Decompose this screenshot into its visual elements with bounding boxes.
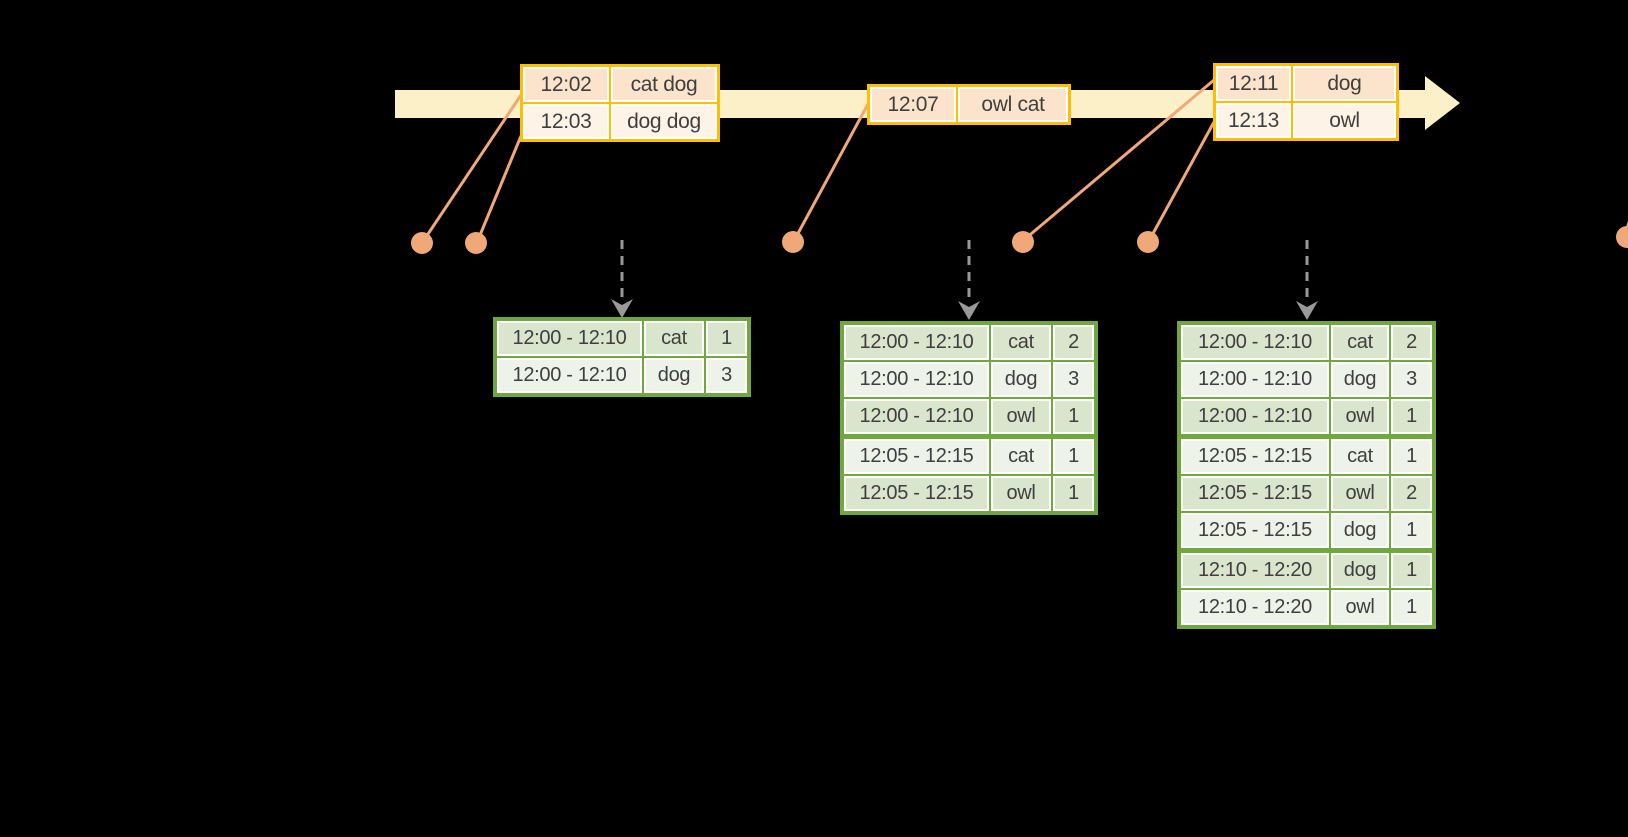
event-words-cell: owl cat xyxy=(958,87,1068,122)
window-cell: 12:10 - 12:20 xyxy=(1181,553,1329,588)
event-table-2: 12:07 owl cat xyxy=(867,84,1071,125)
window-cell: 12:05 - 12:15 xyxy=(844,476,989,511)
window-cell: 12:05 - 12:15 xyxy=(1181,513,1329,548)
window-cell: 12:00 - 12:10 xyxy=(1181,362,1329,397)
trigger-arrowhead-icon xyxy=(611,299,633,318)
result-row: 12:05 - 12:15 cat 1 xyxy=(844,439,1094,474)
word-cell: cat xyxy=(1331,439,1389,474)
result-table-3: 12:00 - 12:10 cat 2 12:00 - 12:10 dog 3 … xyxy=(1177,321,1436,629)
event-dot xyxy=(1616,226,1628,248)
window-cell: 12:00 - 12:10 xyxy=(844,399,989,434)
word-cell: owl xyxy=(1331,399,1389,434)
event-dot xyxy=(782,231,804,253)
event-words-cell: dog xyxy=(1293,66,1396,101)
word-cell: dog xyxy=(644,358,704,393)
result-row: 12:10 - 12:20 owl 1 xyxy=(1181,590,1432,625)
count-cell: 2 xyxy=(1391,476,1432,511)
word-cell: cat xyxy=(991,439,1051,474)
window-cell: 12:00 - 12:10 xyxy=(497,358,642,393)
event-connector-line xyxy=(476,135,523,241)
result-row: 12:10 - 12:20 dog 1 xyxy=(1181,553,1432,588)
event-words-cell: dog dog xyxy=(611,104,717,139)
word-cell: dog xyxy=(1331,513,1389,548)
count-cell: 1 xyxy=(1391,553,1432,588)
event-time-cell: 12:02 xyxy=(523,67,609,102)
event-words-cell: owl xyxy=(1293,103,1396,138)
event-connector-line xyxy=(422,94,523,241)
result-row: 12:00 - 12:10 dog 3 xyxy=(1181,362,1432,397)
word-cell: dog xyxy=(1331,362,1389,397)
result-row: 12:00 - 12:10 cat 2 xyxy=(844,325,1094,360)
result-row: 12:00 - 12:10 owl 1 xyxy=(844,399,1094,434)
word-cell: cat xyxy=(1331,325,1389,360)
result-row: 12:00 - 12:10 cat 2 xyxy=(1181,325,1432,360)
event-dot xyxy=(1012,231,1034,253)
word-cell: owl xyxy=(1331,590,1389,625)
window-cell: 12:00 - 12:10 xyxy=(497,321,642,356)
result-row: 12:00 - 12:10 cat 1 xyxy=(497,321,747,356)
word-cell: owl xyxy=(1331,476,1389,511)
event-time-cell: 12:11 xyxy=(1216,66,1291,101)
window-cell: 12:00 - 12:10 xyxy=(1181,325,1329,360)
count-cell: 1 xyxy=(1391,439,1432,474)
window-cell: 12:10 - 12:20 xyxy=(1181,590,1329,625)
count-cell: 1 xyxy=(706,321,747,356)
result-table-1: 12:00 - 12:10 cat 1 12:00 - 12:10 dog 3 xyxy=(493,317,751,397)
word-cell: cat xyxy=(991,325,1051,360)
count-cell: 3 xyxy=(1053,362,1094,397)
event-dot xyxy=(411,232,433,254)
result-row: 12:05 - 12:15 owl 1 xyxy=(844,476,1094,511)
event-words-cell: cat dog xyxy=(611,67,717,102)
result-row: 12:05 - 12:15 dog 1 xyxy=(1181,513,1432,548)
event-row: 12:11 dog xyxy=(1216,66,1396,101)
window-cell: 12:00 - 12:10 xyxy=(1181,399,1329,434)
result-row: 12:00 - 12:10 owl 1 xyxy=(1181,399,1432,434)
window-cell: 12:00 - 12:10 xyxy=(844,362,989,397)
event-row: 12:02 cat dog xyxy=(523,67,717,102)
count-cell: 1 xyxy=(1391,399,1432,434)
word-cell: cat xyxy=(644,321,704,356)
window-cell: 12:00 - 12:10 xyxy=(844,325,989,360)
count-cell: 2 xyxy=(1391,325,1432,360)
result-row: 12:05 - 12:15 cat 1 xyxy=(1181,439,1432,474)
event-dot xyxy=(465,232,487,254)
event-row: 12:13 owl xyxy=(1216,103,1396,138)
count-cell: 3 xyxy=(1391,362,1432,397)
event-time-cell: 12:03 xyxy=(523,104,609,139)
count-cell: 2 xyxy=(1053,325,1094,360)
event-row: 12:03 dog dog xyxy=(523,104,717,139)
word-cell: dog xyxy=(1331,553,1389,588)
word-cell: owl xyxy=(991,399,1051,434)
count-cell: 3 xyxy=(706,358,747,393)
result-row: 12:00 - 12:10 dog 3 xyxy=(844,362,1094,397)
window-cell: 12:05 - 12:15 xyxy=(1181,476,1329,511)
event-time-cell: 12:13 xyxy=(1216,103,1291,138)
event-row: 12:07 owl cat xyxy=(870,87,1068,122)
result-row: 12:05 - 12:15 owl 2 xyxy=(1181,476,1432,511)
event-connector-line xyxy=(1148,121,1216,240)
window-cell: 12:05 - 12:15 xyxy=(1181,439,1329,474)
count-cell: 1 xyxy=(1053,476,1094,511)
timeline-arrowhead-icon xyxy=(1425,76,1460,130)
word-cell: dog xyxy=(991,362,1051,397)
event-table-1: 12:02 cat dog 12:03 dog dog xyxy=(520,64,720,142)
count-cell: 1 xyxy=(1391,513,1432,548)
word-cell: owl xyxy=(991,476,1051,511)
count-cell: 1 xyxy=(1391,590,1432,625)
count-cell: 1 xyxy=(1053,399,1094,434)
window-cell: 12:05 - 12:15 xyxy=(844,439,989,474)
event-time-cell: 12:07 xyxy=(870,87,956,122)
result-table-2: 12:00 - 12:10 cat 2 12:00 - 12:10 dog 3 … xyxy=(840,321,1098,515)
event-connector-line xyxy=(1024,78,1215,241)
event-connector-line xyxy=(793,103,870,240)
event-table-3: 12:11 dog 12:13 owl xyxy=(1213,63,1399,141)
trigger-arrowhead-icon xyxy=(1296,301,1318,320)
trigger-arrowhead-icon xyxy=(958,301,980,320)
count-cell: 1 xyxy=(1053,439,1094,474)
event-dot xyxy=(1137,231,1159,253)
result-row: 12:00 - 12:10 dog 3 xyxy=(497,358,747,393)
